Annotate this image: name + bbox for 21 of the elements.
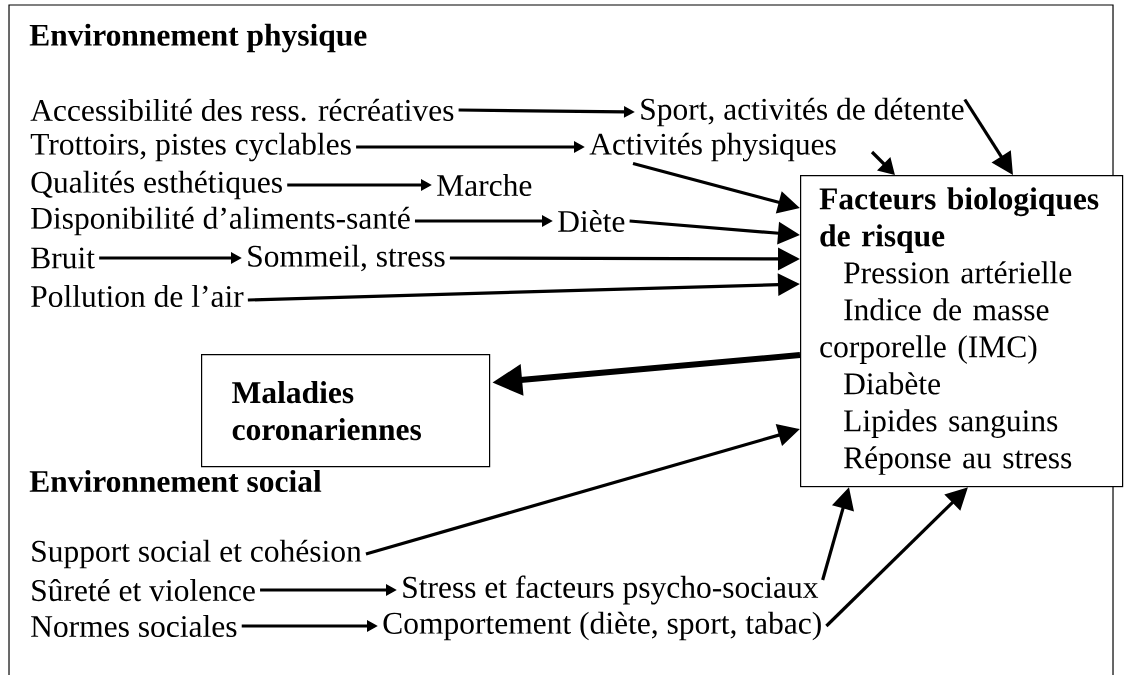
section-heading: Environnement social (29, 469, 322, 493)
disease-box: Maladies coronariennes (201, 354, 491, 468)
risk-factor-box: Facteurs biologiques de risque Pression artérielle Indice de masse corporelle (IMC) Diabète Lipides sanguins Réponse au stress (800, 175, 1124, 488)
factor-text: Sûreté et violence (32, 578, 255, 602)
factor-text: Trottoirs, pistes cyclables (30, 132, 351, 162)
section-heading: Environnement physique (29, 23, 367, 53)
factor-text: Marche (437, 173, 532, 197)
factor-text: Disponibilité d’aliments-santé (31, 206, 410, 236)
factor-text: Comportement (diète, sport, tabac) (383, 611, 821, 641)
factor-text: Activités physiques (589, 132, 836, 162)
factor-text: Pollution de l’air (31, 284, 244, 308)
factor-text: Support social et cohésion (32, 539, 362, 569)
factor-text: Qualités esthétiques (31, 170, 282, 200)
factor-text: Bruit (31, 247, 95, 269)
factor-text: Sommeil, stress (248, 244, 445, 272)
factor-text: Sport, activités de détente (641, 97, 964, 127)
factor-text: Accessibilité des ress. récréatives (30, 98, 454, 122)
arrow (870, 150, 895, 175)
factor-text: Diète (558, 209, 625, 233)
factor-text: Stress et facteurs psycho-sociaux (403, 575, 819, 605)
factor-text: Normes sociales (31, 614, 237, 638)
